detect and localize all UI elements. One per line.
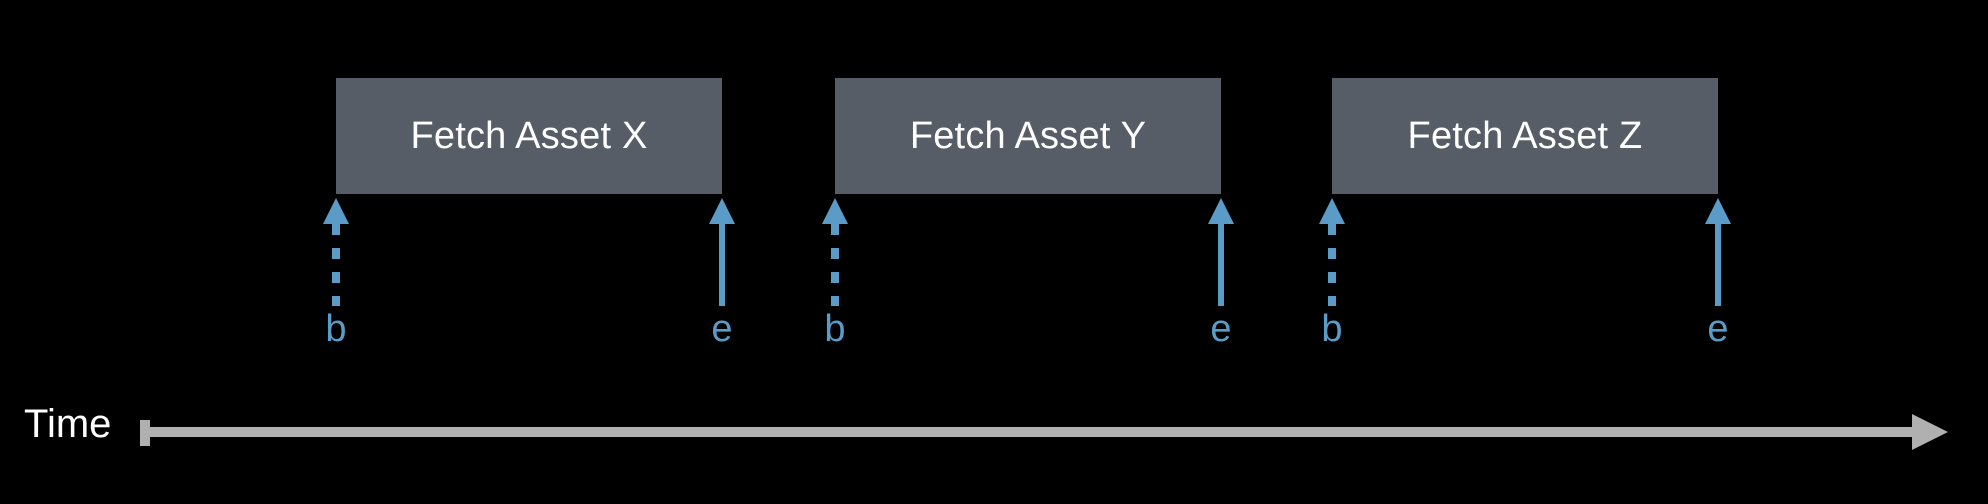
end-marker-y[interactable]: e [1201, 198, 1241, 358]
begin-marker-label: b [325, 308, 347, 350]
begin-marker-z[interactable]: b [1312, 198, 1352, 358]
end-marker-label: e [1707, 308, 1729, 350]
begin-marker-x[interactable]: b [316, 198, 356, 358]
task-box-fetch-asset-x[interactable]: Fetch Asset X [336, 78, 722, 194]
time-axis-line-wrap [140, 390, 1950, 480]
time-axis: Time [0, 390, 1988, 480]
task-box-label: Fetch Asset X [410, 114, 648, 157]
time-axis-label: Time [24, 402, 112, 446]
task-box-fetch-asset-z[interactable]: Fetch Asset Z [1332, 78, 1718, 194]
begin-marker-label: b [1321, 308, 1343, 350]
dashed-up-arrow-icon [1319, 198, 1345, 306]
end-marker-x[interactable]: e [702, 198, 742, 358]
begin-marker-label: b [824, 308, 846, 350]
time-axis-arrow-icon [140, 414, 1948, 450]
end-marker-label: e [1210, 308, 1232, 350]
end-marker-label: e [711, 308, 733, 350]
solid-up-arrow-icon [1208, 198, 1234, 306]
end-marker-z[interactable]: e [1698, 198, 1738, 358]
task-box-fetch-asset-y[interactable]: Fetch Asset Y [835, 78, 1221, 194]
begin-marker-y[interactable]: b [815, 198, 855, 358]
dashed-up-arrow-icon [323, 198, 349, 306]
task-box-label: Fetch Asset Z [1407, 114, 1643, 157]
solid-up-arrow-icon [1705, 198, 1731, 306]
dashed-up-arrow-icon [822, 198, 848, 306]
solid-up-arrow-icon [709, 198, 735, 306]
task-box-label: Fetch Asset Y [909, 114, 1147, 157]
